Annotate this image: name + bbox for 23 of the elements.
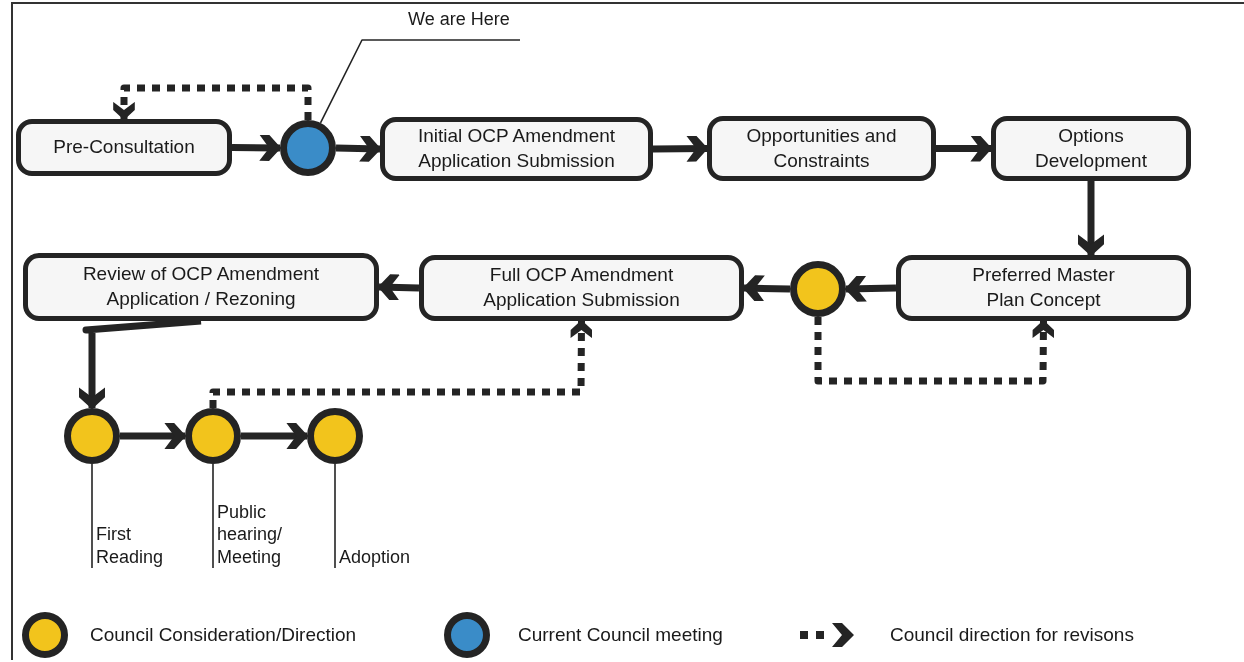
process-box: Opportunities and Constraints <box>707 116 936 181</box>
process-box: Review of OCP Amendment Application / Rezoning <box>23 253 379 321</box>
milestone-circle <box>790 261 846 317</box>
milestone-circle <box>307 408 363 464</box>
leader-line <box>334 463 336 569</box>
process-box: Pre-Consultation <box>16 119 232 176</box>
step-label: Public hearing/ Meeting <box>217 500 284 568</box>
step-label: We are Here <box>408 8 511 31</box>
process-box: Options Development <box>991 116 1191 181</box>
milestone-circle <box>185 408 241 464</box>
leader-line <box>212 463 214 569</box>
legend-label: Council direction for revisons <box>890 624 1134 646</box>
step-label: Adoption <box>339 545 412 568</box>
legend-label: Current Council meeting <box>518 624 723 646</box>
step-label: First Reading <box>96 523 165 568</box>
milestone-circle <box>64 408 120 464</box>
leader-line <box>319 39 521 124</box>
process-box: Initial OCP Amendment Application Submission <box>380 117 653 181</box>
legend-label: Council Consideration/Direction <box>90 624 357 646</box>
process-box: Preferred Master Plan Concept <box>896 255 1191 321</box>
process-box: Full OCP Amendment Application Submission <box>419 255 744 321</box>
leader-line <box>91 463 93 569</box>
milestone-circle <box>280 120 336 176</box>
